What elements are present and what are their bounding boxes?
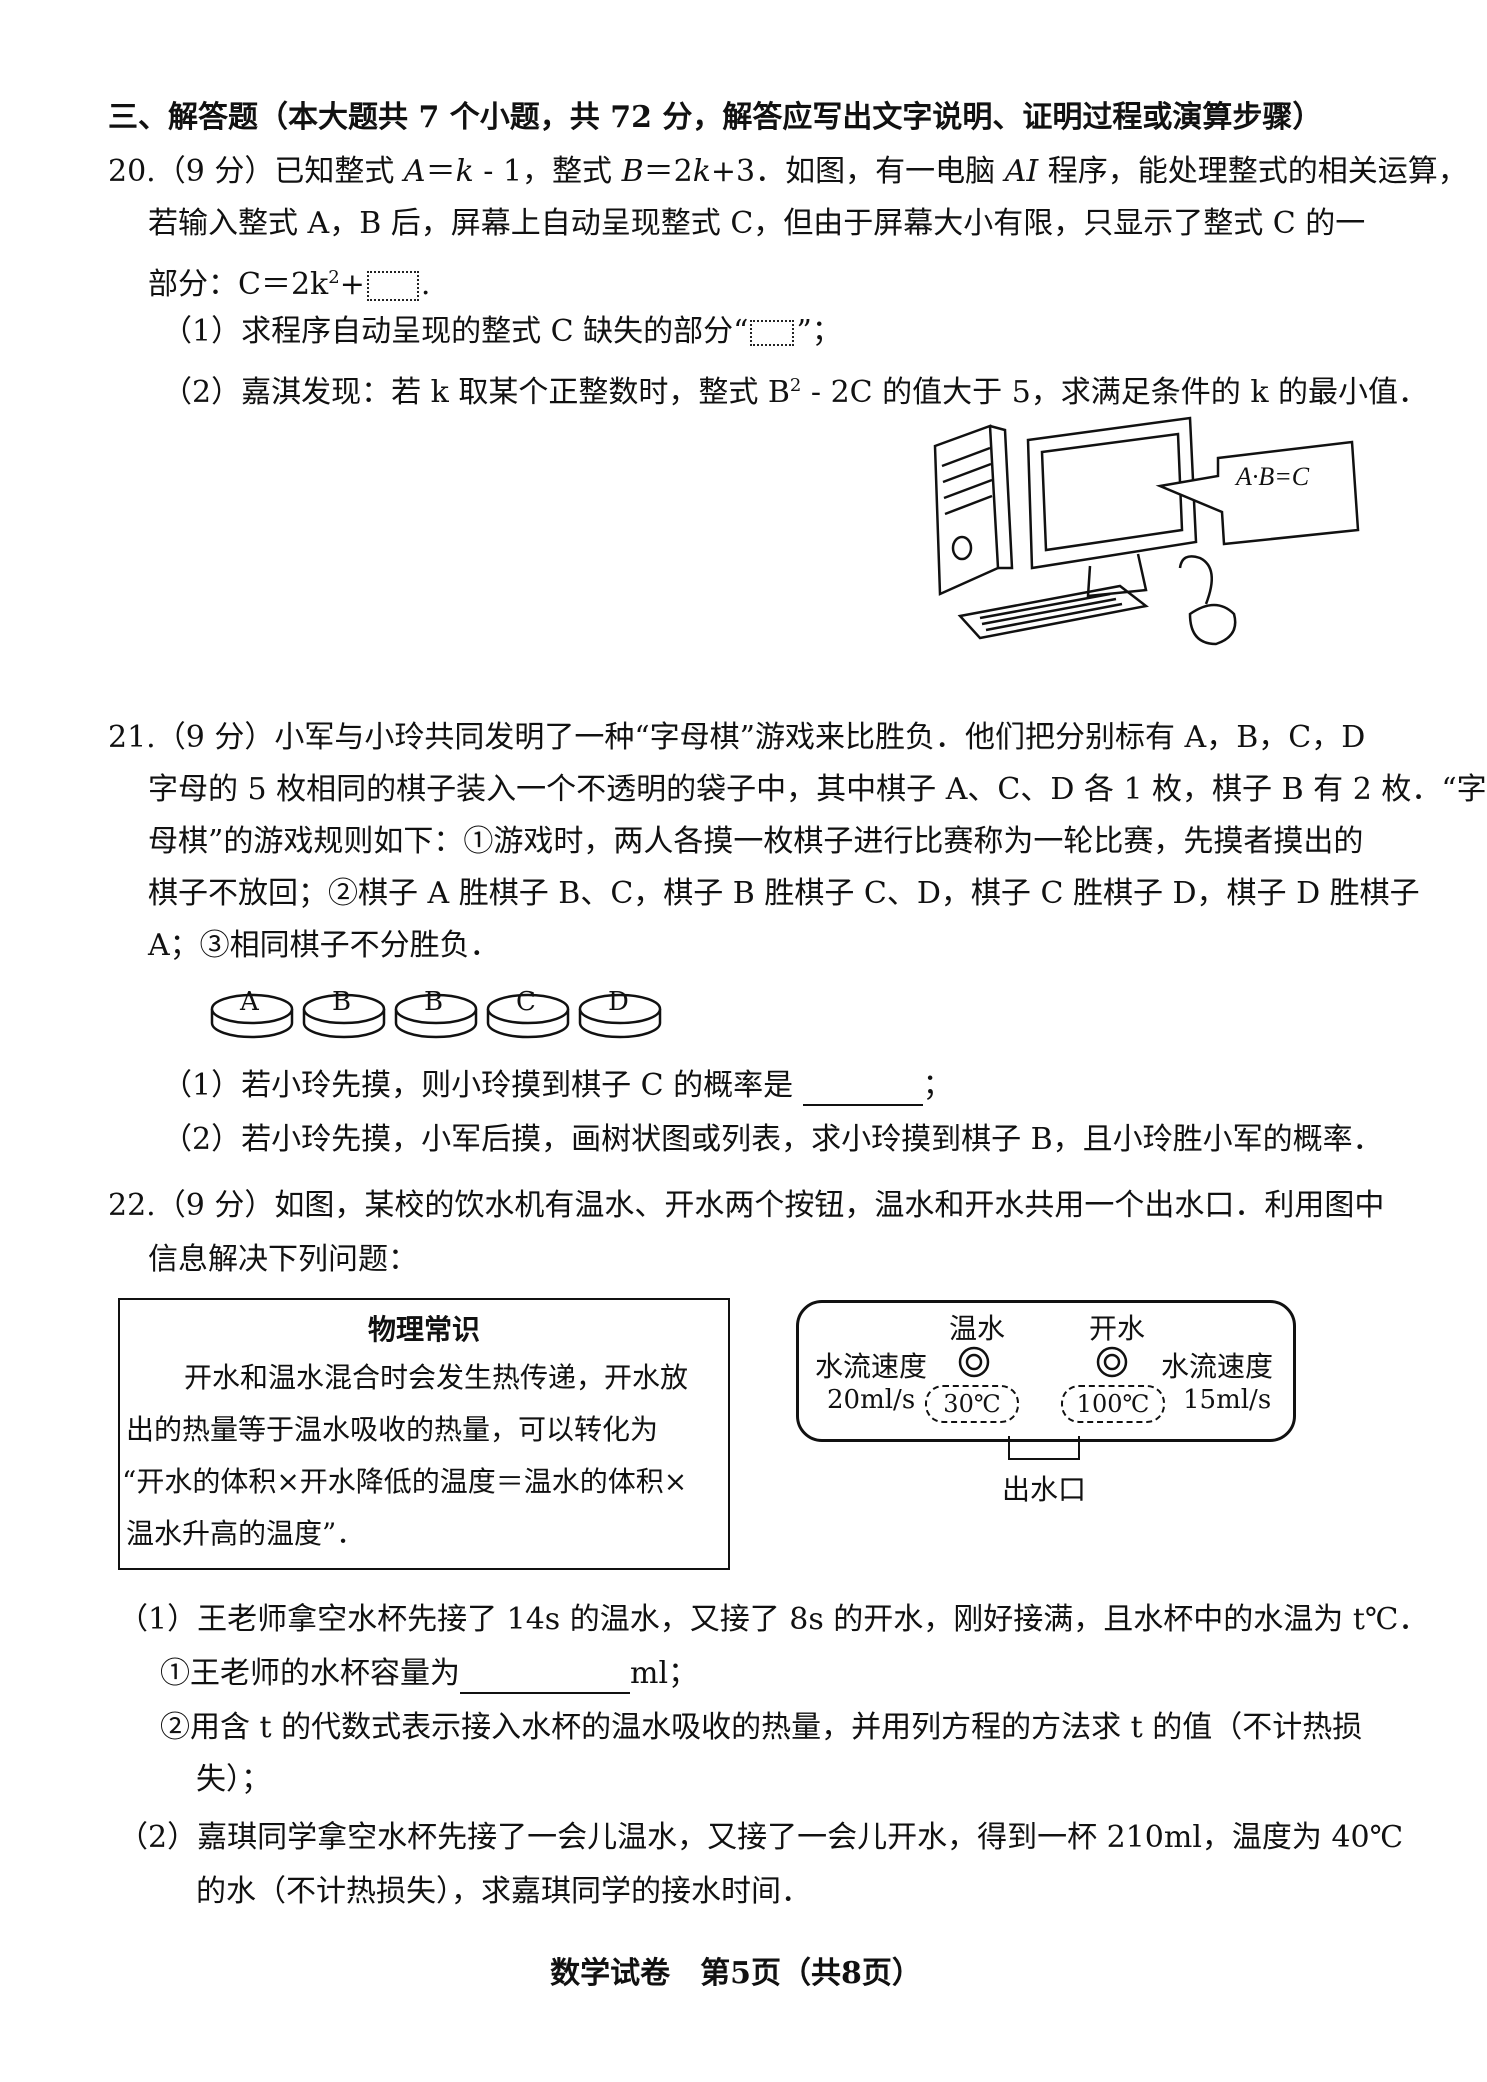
q21-line3: 母棋”的游戏规则如下：①游戏时，两人各摸一枚棋子进行比赛称为一轮比赛，先摸者摸出…	[148, 824, 1364, 859]
monitor-icon	[1026, 416, 1198, 570]
q20-text: ＝	[425, 154, 456, 189]
piece-a: A	[240, 987, 259, 1017]
pieces-drawing	[210, 993, 662, 1039]
q20-text: 程序，能处理整式的相关运算，	[1038, 154, 1468, 189]
q20-part2-text: （2）嘉淇发现：若 k 取某个正整数时，整式 B	[162, 375, 790, 410]
piece-c: C	[516, 987, 536, 1017]
q20-text: - 1，整式	[473, 154, 622, 189]
q20-var-k: k	[455, 154, 474, 189]
q22-sub1-unit: ml；	[630, 1656, 699, 1691]
q20-ai: AI	[1004, 154, 1039, 189]
q20-var-b: B	[621, 154, 644, 189]
q22-part2-line1: （2）嘉琪同学拿空水杯先接了一会儿温水，又接了一会儿开水，得到一杯 210ml，…	[118, 1820, 1404, 1855]
page-footer: 数学试卷 第5页（共8页）	[550, 1956, 922, 1991]
dispenser-panel: 温水 开水 水流速度 20ml/s 水流速度 15ml/s 30℃ 100℃	[796, 1300, 1296, 1442]
answer-blank	[802, 1074, 923, 1106]
physics-note-line: 开水和温水混合时会发生热传递，开水放	[184, 1361, 689, 1394]
q21-line1: 21.（9 分）小军与小玲共同发明了一种“字母棋”游戏来比胜负．他们把分别标有 …	[108, 720, 1366, 755]
q22-part1-sub1: ①王老师的水杯容量为 ml；	[160, 1654, 698, 1694]
q20-line1: 20.（9 分）已知整式 A＝k - 1，整式 B＝2k+3．如图，有一电脑 A…	[108, 152, 1468, 192]
q20-period: .	[420, 267, 431, 302]
computer-illustration	[933, 416, 1360, 646]
piece-d: D	[608, 987, 629, 1017]
hot-button-icon	[1096, 1346, 1128, 1378]
q20-var-k: k	[692, 154, 711, 189]
q22-part2-line2: 的水（不计热损失），求嘉琪同学的接水时间．	[196, 1874, 811, 1909]
right-speed-value: 15ml/s	[1183, 1385, 1272, 1415]
q21-line2: 字母的 5 枚相同的棋子装入一个不透明的袋子中，其中棋子 A、C、D 各 1 枚…	[148, 772, 1487, 807]
q22-line1: 22.（9 分）如图，某校的饮水机有温水、开水两个按钮，温水和开水共用一个出水口…	[108, 1188, 1385, 1223]
outlet-label: 出水口	[1002, 1473, 1087, 1506]
physics-note-line: 出的热量等于温水吸收的热量，可以转化为	[126, 1413, 659, 1446]
piece-b: B	[424, 987, 444, 1017]
warm-button-icon	[958, 1346, 990, 1378]
q20-number: 20.	[108, 154, 156, 189]
keyboard-icon	[957, 584, 1149, 640]
q22-line2: 信息解决下列问题：	[148, 1242, 418, 1277]
q22-part1-sub2-line2: 失）；	[196, 1762, 271, 1797]
q21-line4: 棋子不放回；②棋子 A 胜棋子 B、C，棋子 B 胜棋子 C、D，棋子 C 胜棋…	[148, 876, 1420, 911]
q20-line2: 若输入整式 A，B 后，屏幕上自动呈现整式 C，但由于屏幕大小有限，只显示了整式…	[148, 206, 1366, 241]
outlet-icon	[1008, 1436, 1080, 1460]
hot-water-label: 开水	[1089, 1312, 1146, 1345]
q20-exponent: 2	[328, 267, 340, 288]
screen-formula: A·B=C	[1236, 462, 1310, 491]
q20-text: ＝2	[643, 154, 693, 189]
warm-temp-display: 30℃	[925, 1385, 1019, 1423]
right-speed-label: 水流速度	[1161, 1350, 1274, 1383]
q20-text: +3．如图，有一电脑	[710, 154, 1005, 189]
q20-part2: （2）嘉淇发现：若 k 取某个正整数时，整式 B2 - 2C 的值大于 5，求满…	[162, 366, 1428, 413]
piece-b: B	[332, 987, 352, 1017]
q20-part1-text: （1）求程序自动呈现的整式 C 缺失的部分“	[162, 314, 749, 349]
q20-plus: +	[339, 267, 365, 302]
q20-part1: （1）求程序自动呈现的整式 C 缺失的部分“ ”；	[162, 312, 842, 352]
section-title: 三、解答题（本大题共 7 个小题，共 72 分，解答应写出文字说明、证明过程或演…	[108, 100, 1323, 135]
left-speed-value: 20ml/s	[827, 1385, 916, 1415]
left-speed-label: 水流速度	[815, 1350, 928, 1383]
q20-part1-end: ”；	[796, 314, 842, 349]
pc-tower-icon	[933, 424, 1000, 596]
q21-part1-text: （1）若小玲先摸，则小玲摸到棋子 C 的概率是	[162, 1068, 803, 1103]
q22-part1-sub2-line1: ②用含 t 的代数式表示接入水杯的温水吸收的热量，并用列方程的方法求 t 的值（…	[160, 1710, 1363, 1745]
warm-water-label: 温水	[949, 1312, 1006, 1345]
hot-temp-display: 100℃	[1061, 1385, 1165, 1423]
q22-part1: （1）王老师拿空水杯先接了 14s 的温水，又接了 8s 的开水，刚好接满，且水…	[118, 1602, 1429, 1637]
missing-part-box	[750, 320, 795, 346]
physics-note-box: 物理常识 开水和温水混合时会发生热传递，开水放 出的热量等于温水吸收的热量，可以…	[118, 1298, 730, 1570]
q20-text: 已知整式	[274, 154, 404, 189]
q21-line5: A；③相同棋子不分胜负．	[148, 928, 500, 963]
q22-sub1-text: ①王老师的水杯容量为	[160, 1656, 460, 1691]
q21-part2: （2）若小玲先摸，小军后摸，画树状图或列表，求小玲摸到棋子 B，且小玲胜小军的概…	[162, 1122, 1383, 1157]
mouse-icon	[1188, 603, 1237, 646]
q21-part1: （1）若小玲先摸，则小玲摸到棋子 C 的概率是 ；	[162, 1066, 953, 1106]
q20-var-a: A	[403, 154, 426, 189]
physics-note-line: 温水升高的温度”．	[126, 1517, 365, 1550]
missing-part-box	[366, 271, 419, 301]
physics-note-title: 物理常识	[367, 1313, 480, 1346]
q20-line3: 部分：C＝2k2+.	[148, 258, 430, 305]
q20-formula: 部分：C＝2k	[148, 267, 329, 302]
q20-exponent: 2	[789, 375, 802, 396]
q20-part2-text: - 2C 的值大于 5，求满足条件的 k 的最小值．	[801, 375, 1429, 410]
letter-pieces: A B B C D	[210, 985, 670, 1045]
q21-part1-end: ；	[922, 1068, 953, 1103]
physics-note-line: “开水的体积×开水降低的温度＝温水的体积×	[122, 1465, 688, 1498]
answer-blank	[460, 1662, 630, 1694]
q20-score: （9 分）	[155, 154, 275, 189]
